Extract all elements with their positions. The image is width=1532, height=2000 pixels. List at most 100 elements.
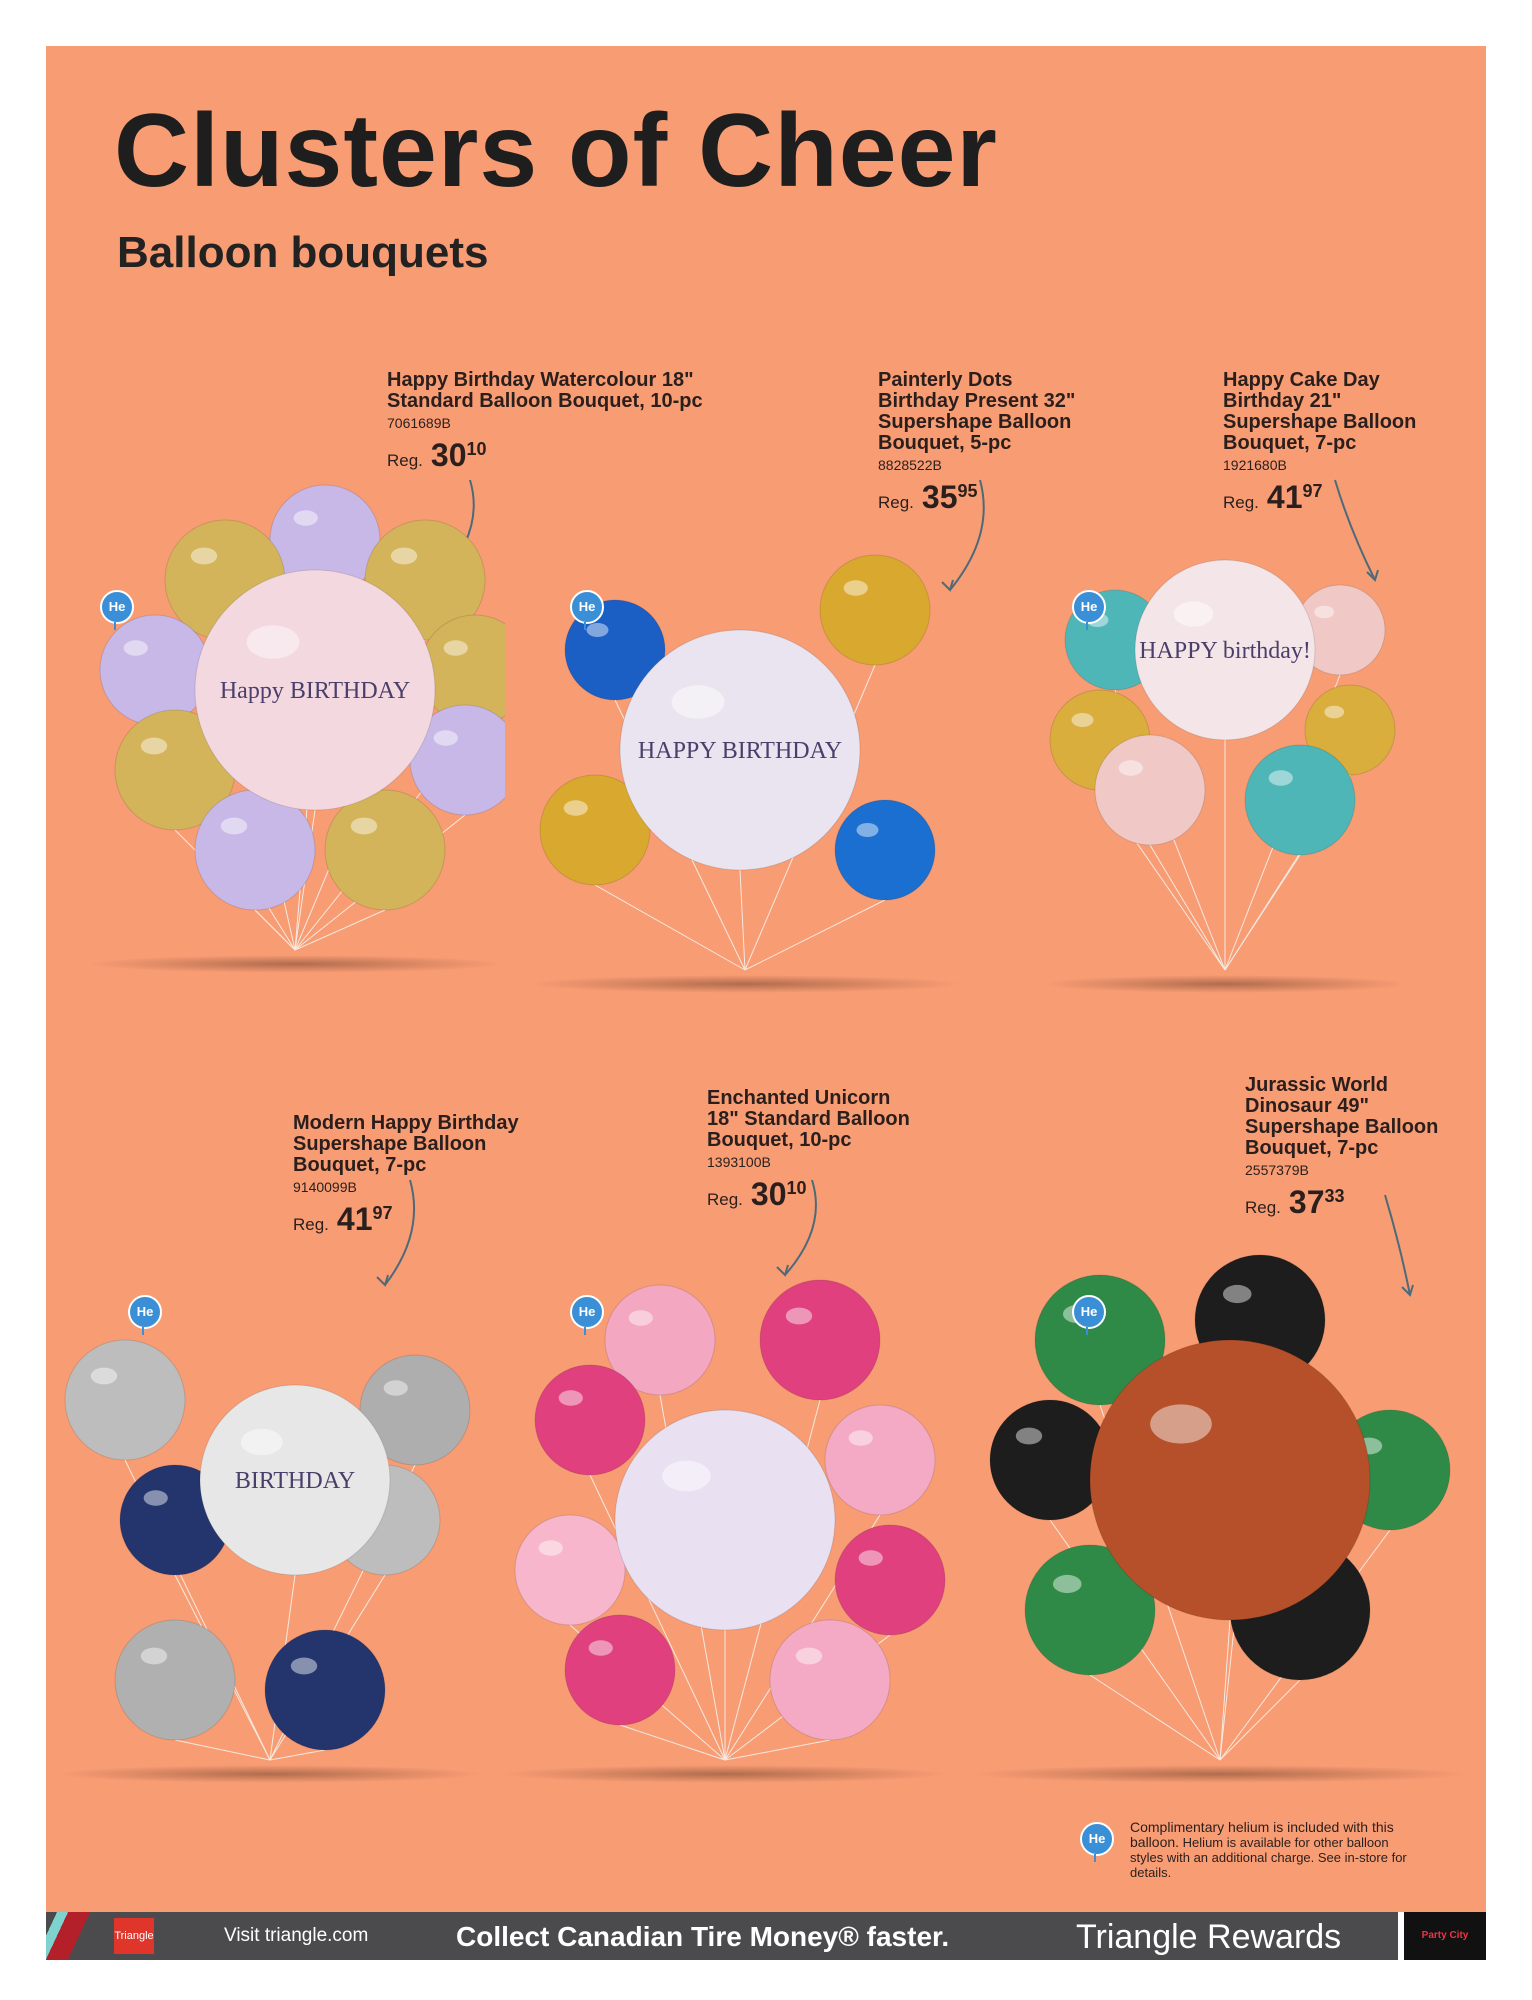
product-name[interactable]: Modern Happy Birthday Supershape Balloon… <box>293 1112 519 1176</box>
product-name[interactable]: Jurassic World Dinosaur 49" Supershape B… <box>1245 1074 1439 1159</box>
helium-icon: He <box>570 590 604 630</box>
balloon-highlight <box>433 730 458 746</box>
price-dollars: 37 <box>1288 1184 1325 1220</box>
balloon <box>769 1619 891 1741</box>
party-city-logo: Party City <box>1404 1912 1486 1960</box>
balloon <box>64 1339 186 1461</box>
balloon-highlight <box>1268 770 1293 786</box>
triangle-rewards-logo: Triangle Rewards <box>1076 1918 1342 1956</box>
price-dollars: 35 <box>921 479 958 515</box>
curved-arrow-icon <box>1334 479 1379 582</box>
balloon <box>564 1614 676 1726</box>
balloon <box>1244 744 1356 856</box>
bouquet-shadow <box>1040 975 1410 993</box>
balloon-highlight <box>390 547 418 565</box>
balloon-highlight <box>140 737 168 755</box>
price-cents: 95 <box>957 481 978 501</box>
balloon-bouquet-image[interactable]: BIRTHDAY <box>55 1260 485 1780</box>
balloon-highlight <box>240 1428 283 1456</box>
product-sku: 7061689B <box>387 415 451 431</box>
balloon-highlight <box>588 1640 613 1656</box>
price-dollars: 30 <box>430 437 467 473</box>
visit-link[interactable]: Visit triangle.com <box>224 1925 369 1946</box>
product-info: Enchanted Unicorn 18" Standard Balloon B… <box>707 1088 910 1213</box>
balloon-highlight <box>143 1490 168 1506</box>
product-sku: 2557379B <box>1245 1162 1309 1178</box>
helium-note-lead: Complimentary helium is included with th… <box>1130 1819 1394 1850</box>
balloon-highlight <box>628 1310 653 1326</box>
helium-icon: He <box>1080 1822 1114 1862</box>
balloon-string <box>254 909 296 951</box>
balloon-highlight <box>443 640 468 656</box>
balloon <box>534 1364 646 1476</box>
helium-icon: He <box>128 1295 162 1335</box>
balloon-string <box>1219 1679 1301 1761</box>
balloon-highlight <box>90 1367 118 1385</box>
balloon-text: HAPPY BIRTHDAY <box>638 738 842 764</box>
bouquet-shadow <box>970 1765 1470 1783</box>
balloon <box>759 1279 881 1401</box>
balloon <box>1089 1339 1371 1621</box>
balloon-highlight <box>538 1540 563 1556</box>
balloon <box>604 1284 716 1396</box>
reg-label: Reg. <box>387 451 423 470</box>
curved-arrow-icon <box>941 479 985 592</box>
footer-banner: Triangle Visit triangle.com Collect Cana… <box>46 1912 1398 1960</box>
product-price: Reg. 30 10 <box>707 1176 910 1213</box>
collect-slogan: Collect Canadian Tire Money® faster. <box>456 1921 950 1952</box>
balloon-string <box>594 884 746 971</box>
balloon-bouquet-image[interactable]: HAPPY BIRTHDAY <box>525 550 965 990</box>
curved-arrow-icon <box>376 1179 416 1287</box>
reg-label: Reg. <box>293 1215 329 1234</box>
balloon <box>1094 734 1206 846</box>
balloon-string <box>589 1474 726 1761</box>
balloon <box>619 629 861 871</box>
reg-label: Reg. <box>1245 1198 1281 1217</box>
balloon-text: HAPPY birthday! <box>1139 638 1311 664</box>
balloon <box>819 554 931 666</box>
curved-arrow-icon <box>1384 1194 1414 1297</box>
balloon-highlight <box>843 580 868 596</box>
stripe-decoration <box>46 1912 106 1960</box>
balloon-bouquet-image[interactable]: Happy BIRTHDAY <box>85 470 505 970</box>
balloon-highlight <box>1314 605 1335 619</box>
balloon-text: Happy BIRTHDAY <box>220 678 410 704</box>
product-price: Reg. 41 97 <box>293 1201 519 1238</box>
balloon <box>1134 559 1316 741</box>
balloon <box>514 1514 626 1626</box>
balloon-highlight <box>220 817 248 835</box>
product-name[interactable]: Happy Birthday Watercolour 18" Standard … <box>387 369 703 412</box>
balloon-string <box>269 1749 326 1761</box>
product-price: Reg. 35 95 <box>878 479 1075 516</box>
balloon-highlight <box>558 1390 583 1406</box>
balloon <box>194 569 436 811</box>
price-cents: 10 <box>466 439 487 459</box>
balloon <box>264 1629 386 1751</box>
balloon <box>199 1384 391 1576</box>
balloon-highlight <box>858 1550 883 1566</box>
balloon-bouquet-image[interactable] <box>970 1230 1470 1780</box>
balloon-highlight <box>662 1460 711 1492</box>
balloon <box>539 774 651 886</box>
product-info: Happy Cake Day Birthday 21" Supershape B… <box>1223 370 1416 516</box>
reg-label: Reg. <box>1223 493 1259 512</box>
product-name[interactable]: Enchanted Unicorn 18" Standard Balloon B… <box>707 1087 910 1151</box>
triangle-logo[interactable]: Triangle <box>114 1918 154 1954</box>
balloon-highlight <box>1324 705 1345 719</box>
product-name[interactable]: Happy Cake Day Birthday 21" Supershape B… <box>1223 369 1417 454</box>
balloon <box>834 799 936 901</box>
balloon-bouquet-image[interactable] <box>500 1250 950 1780</box>
bouquet-shadow <box>500 1765 950 1783</box>
product-name[interactable]: Painterly Dots Birthday Present 32" Supe… <box>878 369 1076 454</box>
balloon-string <box>1219 1619 1231 1761</box>
product-price: Reg. 30 10 <box>387 437 703 474</box>
balloon-string <box>739 869 746 971</box>
balloon-highlight <box>1173 601 1214 627</box>
helium-icon: He <box>1072 590 1106 630</box>
helium-icon: He <box>570 1295 604 1335</box>
product-sku: 1921680B <box>1223 457 1287 473</box>
product-price: Reg. 41 97 <box>1223 479 1416 516</box>
bouquet-shadow <box>55 1765 485 1783</box>
reg-label: Reg. <box>878 493 914 512</box>
product-info: Modern Happy Birthday Supershape Balloon… <box>293 1113 519 1238</box>
